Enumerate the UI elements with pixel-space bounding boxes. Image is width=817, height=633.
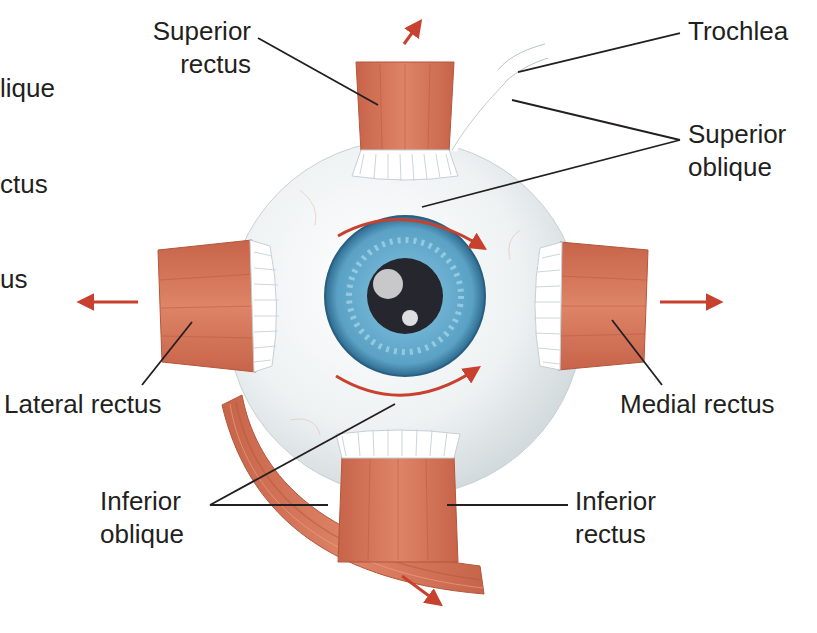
eyeball <box>227 140 583 496</box>
superior-oblique-tendon <box>452 44 550 150</box>
part-label: Inferior rectus <box>575 485 687 550</box>
leader-lines <box>142 33 680 505</box>
highlight <box>402 310 418 326</box>
part-label: Superior rectus <box>125 15 251 80</box>
part-label: Medial rectus <box>620 388 815 421</box>
part-label: Superior oblique <box>688 118 813 183</box>
highlight <box>373 269 403 299</box>
part-label: Inferior oblique <box>100 485 212 550</box>
medial-rectus-muscle <box>534 242 648 370</box>
part-label: ctus <box>0 168 90 201</box>
pupil <box>367 258 443 334</box>
inferior-rectus-muscle <box>336 429 460 562</box>
part-label: lique <box>0 72 90 105</box>
iris <box>325 216 485 376</box>
lateral-rectus-muscle <box>158 240 279 372</box>
superior-rectus-muscle <box>352 62 458 181</box>
movement-arrows <box>80 22 720 604</box>
part-label: Lateral rectus <box>4 388 214 421</box>
part-label: us <box>0 263 90 296</box>
part-label: Trochlea <box>688 15 813 48</box>
